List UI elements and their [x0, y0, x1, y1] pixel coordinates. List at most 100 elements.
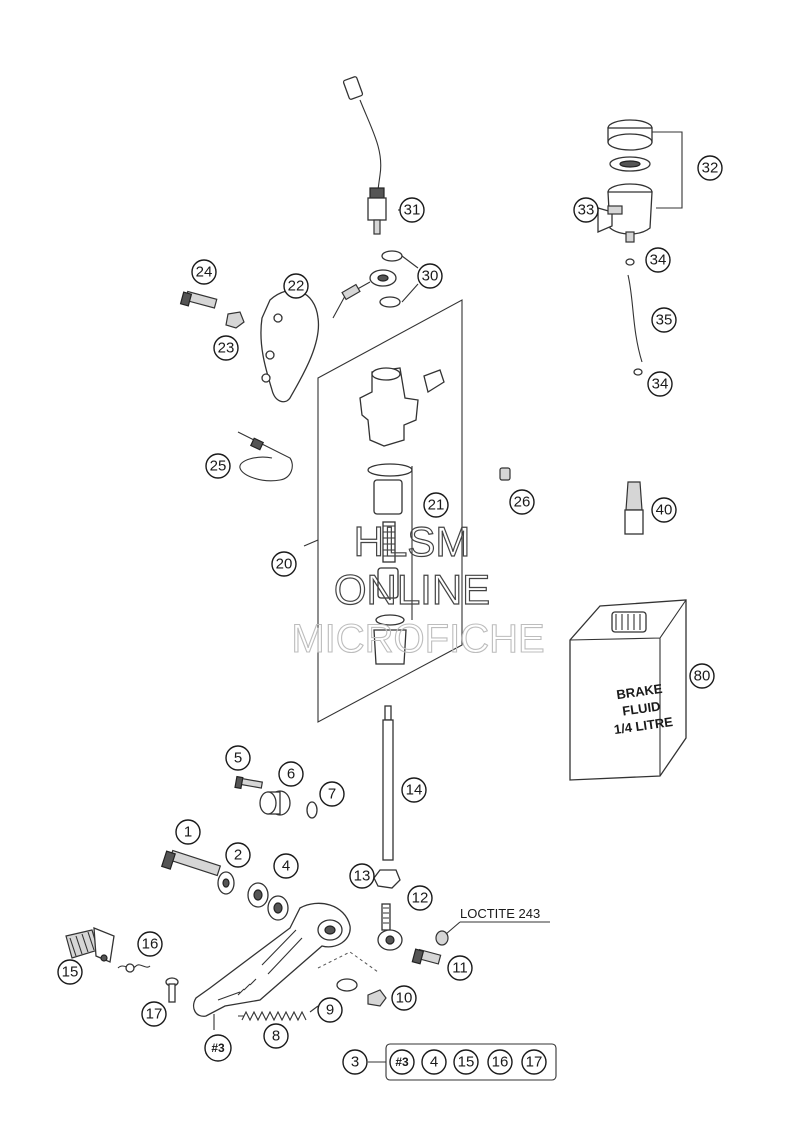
callout-24: 24 — [191, 259, 217, 285]
callout-leaders — [303, 209, 419, 547]
nut-10-part — [367, 989, 387, 1007]
callout-17: 17 — [141, 1001, 167, 1027]
svg-text:8: 8 — [272, 1028, 280, 1045]
brake-pedal-part — [192, 902, 351, 1017]
callout-14: 14 — [401, 777, 427, 803]
svg-text:3: 3 — [351, 1054, 359, 1071]
svg-text:15: 15 — [62, 964, 79, 981]
master-cylinder-body — [359, 367, 445, 477]
callout-9: 9 — [317, 997, 343, 1023]
callout-80: 80 — [689, 663, 715, 689]
callout-10: 10 — [391, 985, 417, 1011]
svg-text:9: 9 — [326, 1002, 334, 1019]
clevis-12-part — [377, 903, 403, 951]
watermark: HLSM ONLINE MICROFICHE — [291, 517, 545, 661]
svg-text:16: 16 — [142, 936, 159, 953]
svg-text:25: 25 — [210, 458, 227, 475]
callout-34-upper: 34 — [645, 247, 671, 273]
callout-20: 20 — [271, 551, 297, 577]
pivot-screw-5-part — [234, 775, 264, 790]
watermark-line-1: HLSM — [354, 518, 471, 565]
washer-9-part — [336, 978, 358, 992]
nut-13-part — [373, 869, 401, 889]
callout-23: 23 — [213, 335, 239, 361]
callout-40: 40 — [651, 497, 677, 523]
svg-text:80: 80 — [694, 668, 711, 685]
svg-text:34: 34 — [650, 252, 667, 269]
svg-text:11: 11 — [452, 960, 468, 977]
callout-15: 15 — [57, 959, 83, 985]
callout-35: 35 — [651, 307, 677, 333]
callout-31: 31 — [399, 197, 425, 223]
container-label-line-1: BRAKE — [615, 681, 663, 702]
callout-26: 26 — [509, 489, 535, 515]
watermark-line-3: MICROFICHE — [291, 617, 544, 661]
bearing-4-part — [247, 882, 289, 921]
pedal-dash-guide — [317, 951, 379, 973]
svg-text:14: 14 — [406, 782, 423, 799]
svg-text:30: 30 — [422, 268, 439, 285]
svg-text:1: 1 — [184, 824, 192, 841]
washer-7-part — [306, 801, 318, 819]
callout-11: 11 — [447, 955, 473, 981]
callout-34-lower: 34 — [647, 371, 673, 397]
kit-contents: #3 4 15 16 17 — [389, 1049, 547, 1075]
callout-30: 30 — [417, 263, 443, 289]
svg-text:24: 24 — [196, 264, 213, 281]
container-label-line-2: FLUID — [621, 698, 661, 718]
loctite-drop — [435, 930, 449, 946]
svg-text:31: 31 — [404, 202, 421, 219]
callout-4: 4 — [273, 853, 299, 879]
callout-32: 32 — [697, 155, 723, 181]
svg-text:20: 20 — [276, 556, 293, 573]
grease-tube-part — [624, 481, 644, 535]
svg-text:5: 5 — [234, 750, 242, 767]
svg-text:33: 33 — [578, 202, 595, 219]
return-spring-8-part — [238, 1005, 319, 1022]
callout-12: 12 — [407, 885, 433, 911]
svg-text:26: 26 — [514, 494, 531, 511]
callout-16: 16 — [137, 931, 163, 957]
clip-26-part — [499, 467, 511, 481]
callout-1: 1 — [175, 819, 201, 845]
svg-text:23: 23 — [218, 340, 235, 357]
kit-item-4: 4 — [421, 1049, 447, 1075]
svg-text:17: 17 — [146, 1006, 163, 1023]
bolt-24-part — [179, 290, 218, 309]
kit-item-17: 17 — [521, 1049, 547, 1075]
brake-switch-part — [342, 76, 387, 235]
bolt-11-part — [411, 948, 442, 965]
svg-text:16: 16 — [492, 1054, 509, 1071]
cable-tie-part — [237, 431, 293, 482]
callout-6: 6 — [278, 761, 304, 787]
callout-22: 22 — [283, 273, 309, 299]
svg-text:35: 35 — [656, 312, 673, 329]
svg-text:34: 34 — [652, 376, 669, 393]
bolt-1-part — [160, 849, 222, 877]
callout-2: 2 — [225, 842, 251, 868]
kit-item-16: 16 — [487, 1049, 513, 1075]
washer-2-part — [217, 871, 235, 895]
callout-group: 1 2 3 4 5 6 7 8 9 10 11 12 13 14 15 16 1… — [57, 155, 723, 1075]
callout-7: 7 — [319, 781, 345, 807]
callout-21: 21 — [423, 492, 449, 518]
callout-8: 8 — [263, 1023, 289, 1049]
svg-text:2: 2 — [234, 847, 242, 864]
svg-text:21: 21 — [428, 497, 445, 514]
nut-23-part — [225, 311, 245, 329]
reservoir-hose-part — [625, 258, 643, 376]
svg-text:4: 4 — [430, 1054, 438, 1071]
svg-text:4: 4 — [282, 858, 290, 875]
kit-item-hash-3: #3 — [389, 1049, 415, 1075]
tip-spring-16-part — [117, 963, 151, 973]
callout-5: 5 — [225, 745, 251, 771]
bushing-6-part — [259, 790, 291, 816]
kit-item-15: 15 — [453, 1049, 479, 1075]
svg-text:17: 17 — [526, 1054, 543, 1071]
svg-text:13: 13 — [354, 868, 371, 885]
fluid-reservoir-part — [597, 119, 683, 243]
loctite-leader — [445, 921, 461, 935]
svg-text:40: 40 — [656, 502, 673, 519]
loctite-note: LOCTITE 243 — [460, 906, 540, 921]
